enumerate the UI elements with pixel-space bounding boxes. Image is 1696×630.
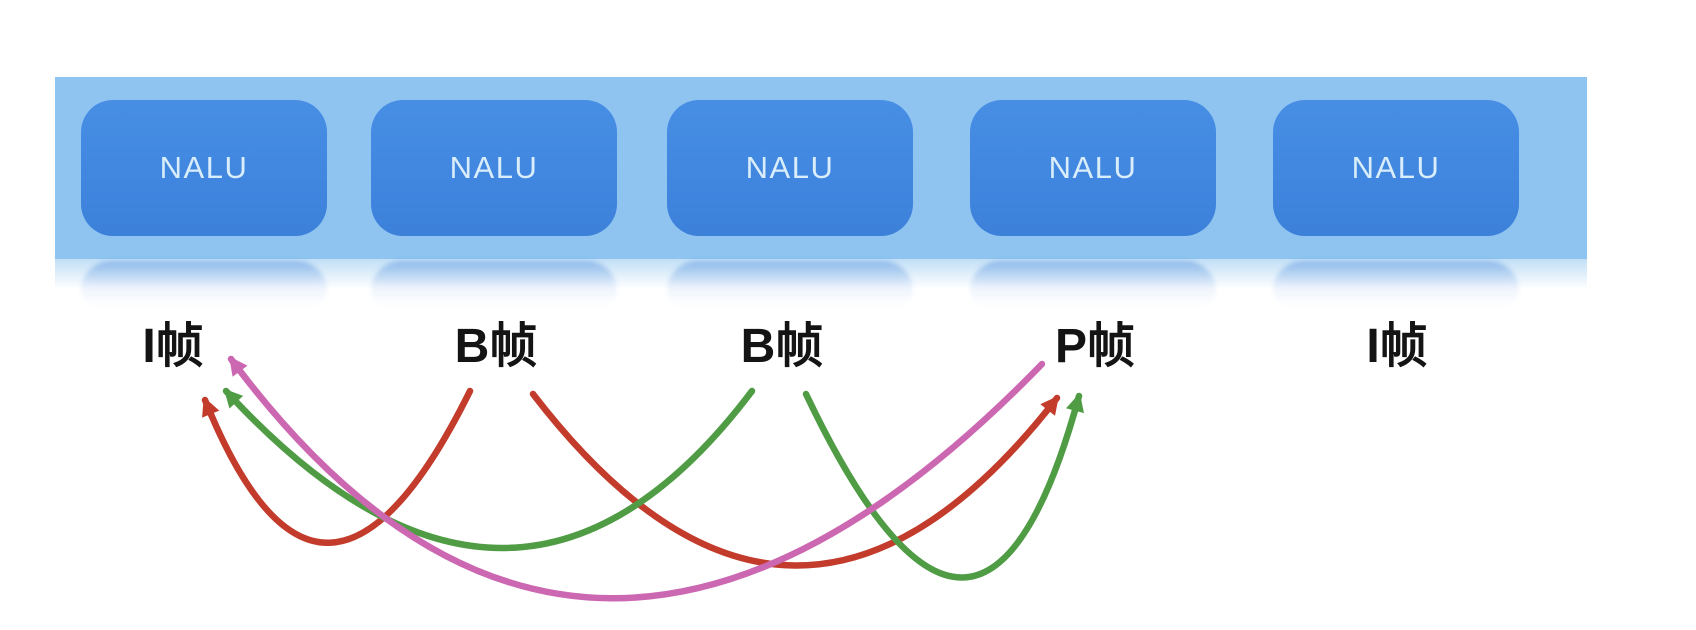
- nalu-box-2: NALU: [371, 100, 617, 236]
- nalu-box-1-reflection: [81, 261, 327, 307]
- frame-label-i1: I帧: [142, 320, 204, 373]
- frame-label-p1: P帧: [1054, 320, 1136, 373]
- nalu-box-4: NALU: [970, 100, 1216, 236]
- arrow-b2-to-i1: [222, 387, 756, 552]
- nalu-box-5: NALU: [1273, 100, 1519, 236]
- arrow-b1-to-i1: [201, 387, 474, 546]
- nalu-box-3-label: NALU: [745, 150, 835, 185]
- frame-label-b2: B帧: [740, 320, 824, 373]
- nalu-box-5-reflection: [1273, 261, 1519, 307]
- nalu-box-2-label: NALU: [449, 150, 539, 185]
- nalu-box-5-label: NALU: [1351, 150, 1441, 185]
- frame-label-i2: I帧: [1366, 320, 1428, 373]
- arrow-b2-to-p1: [802, 390, 1084, 581]
- nalu-box-3-reflection: [667, 261, 913, 307]
- arrow-b1-to-p1: [529, 390, 1061, 569]
- arrow-p1-to-i1: [227, 355, 1046, 602]
- nalu-box-4-reflection: [970, 261, 1216, 307]
- frame-label-b1: B帧: [454, 320, 538, 373]
- band-reflection: [55, 259, 1587, 289]
- nalu-box-4-label: NALU: [1048, 150, 1138, 185]
- nalu-box-2-reflection: [371, 261, 617, 307]
- nalu-box-1-label: NALU: [159, 150, 249, 185]
- nalu-box-3: NALU: [667, 100, 913, 236]
- nalu-box-1: NALU: [81, 100, 327, 236]
